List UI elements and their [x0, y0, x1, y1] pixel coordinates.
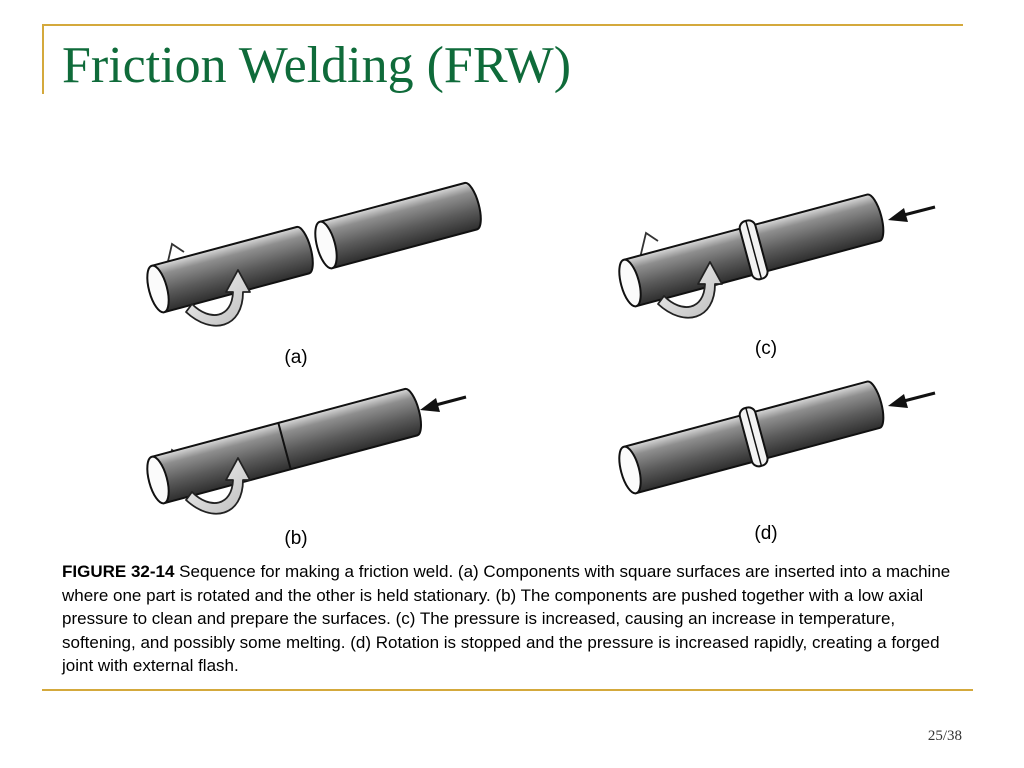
panel-c: (c) [618, 193, 936, 359]
caption-text: Sequence for making a friction weld. (a)… [62, 562, 951, 676]
axial-pressure-arrow-icon [888, 391, 936, 408]
panel-label-d: (d) [754, 523, 777, 544]
joined-rods [146, 387, 422, 505]
panel-label-c: (c) [755, 338, 777, 359]
contact-interface [277, 422, 292, 470]
figure-number: FIGURE 32-14 [62, 562, 175, 581]
rotation-arrow-back [639, 231, 659, 259]
panel-b: (b) [146, 387, 467, 549]
page-number: 25/38 [927, 728, 962, 744]
rotating-rod [146, 225, 314, 314]
figure-caption: FIGURE 32-14 Sequence for making a frict… [62, 560, 967, 678]
frame-bottom-line [42, 689, 973, 691]
slide-title: Friction Welding (FRW) [62, 37, 572, 94]
rotation-arrow-icon [185, 457, 251, 515]
frame-top-line [42, 24, 963, 26]
rotation-arrow-icon [657, 261, 723, 319]
axial-pressure-arrow-icon [420, 395, 467, 412]
frame-left-line [42, 24, 44, 94]
panel-label-a: (a) [284, 347, 307, 368]
forged-joint [618, 380, 885, 495]
panel-label-b: (b) [284, 528, 307, 549]
joined-rods-with-flash [618, 193, 885, 308]
panel-d: (d) [618, 380, 936, 544]
stationary-rod [314, 181, 482, 270]
panel-a: (a) [146, 181, 482, 368]
axial-pressure-arrow-icon [888, 205, 936, 222]
rotation-arrow-icon [185, 269, 251, 327]
